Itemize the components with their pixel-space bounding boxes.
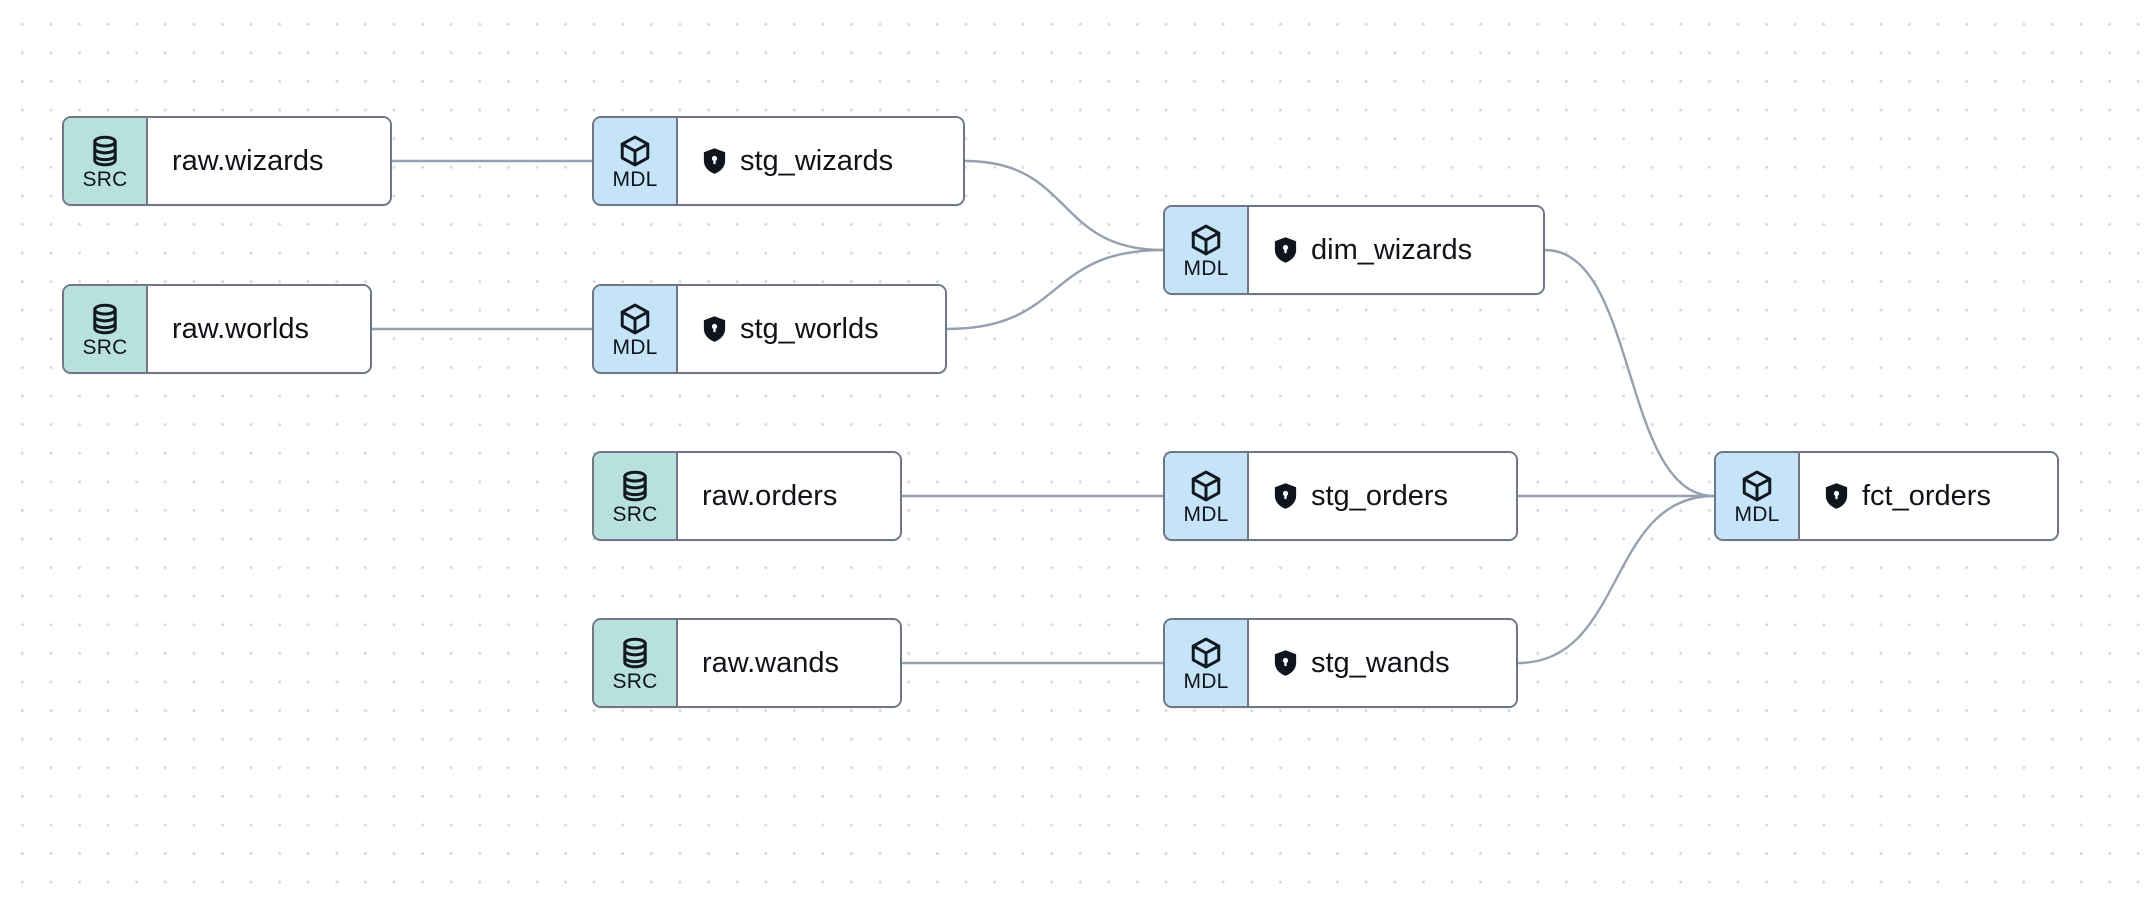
node-type-badge-mdl: MDL bbox=[1716, 453, 1800, 539]
node-type-label: SRC bbox=[82, 336, 128, 359]
node-label: raw.wizards bbox=[172, 145, 324, 177]
shield-lock-icon bbox=[1274, 650, 1297, 676]
database-cylinder-icon bbox=[623, 637, 647, 669]
node-type-badge-mdl: MDL bbox=[594, 118, 678, 204]
lineage-node-raw_wands[interactable]: SRC raw.wands bbox=[592, 618, 902, 708]
node-body[interactable]: stg_wizards bbox=[678, 118, 963, 204]
node-label: raw.wands bbox=[702, 647, 840, 679]
lineage-node-stg_wands[interactable]: MDL stg_wands bbox=[1163, 618, 1518, 708]
lineage-node-stg_wizards[interactable]: MDL stg_wizards bbox=[592, 116, 965, 206]
database-cylinder-icon bbox=[93, 135, 117, 167]
node-label: stg_wizards bbox=[740, 145, 894, 177]
edge-dim_wizards-to-fct_orders bbox=[1544, 248, 1715, 498]
node-type-badge-src: SRC bbox=[64, 118, 148, 204]
edge-stg_wands-to-fct_orders bbox=[1517, 494, 1715, 665]
node-type-badge-mdl: MDL bbox=[1165, 207, 1249, 293]
node-label: stg_worlds bbox=[740, 313, 879, 345]
shield-lock-icon bbox=[703, 148, 726, 174]
node-body[interactable]: stg_worlds bbox=[678, 286, 945, 372]
cube-icon bbox=[1742, 470, 1772, 502]
node-type-badge-mdl: MDL bbox=[594, 286, 678, 372]
node-body[interactable]: raw.wizards bbox=[148, 118, 390, 204]
lineage-node-stg_worlds[interactable]: MDL stg_worlds bbox=[592, 284, 947, 374]
node-type-label: SRC bbox=[612, 503, 658, 526]
node-type-badge-src: SRC bbox=[594, 453, 678, 539]
database-cylinder-icon bbox=[93, 303, 117, 335]
lineage-node-dim_wizards[interactable]: MDL dim_wizards bbox=[1163, 205, 1545, 295]
node-type-badge-src: SRC bbox=[64, 286, 148, 372]
cube-icon bbox=[1191, 224, 1221, 256]
node-type-badge-mdl: MDL bbox=[1165, 453, 1249, 539]
node-type-badge-src: SRC bbox=[594, 620, 678, 706]
node-type-label: MDL bbox=[612, 168, 658, 191]
node-body[interactable]: stg_orders bbox=[1249, 453, 1516, 539]
edge-stg_worlds-to-dim_wizards bbox=[946, 248, 1164, 331]
node-type-label: MDL bbox=[1183, 670, 1229, 693]
node-type-label: SRC bbox=[82, 168, 128, 191]
node-label: dim_wizards bbox=[1311, 234, 1473, 266]
node-type-label: MDL bbox=[1183, 503, 1229, 526]
node-type-label: MDL bbox=[612, 336, 658, 359]
node-type-label: MDL bbox=[1734, 503, 1780, 526]
node-label: stg_wands bbox=[1311, 647, 1450, 679]
lineage-node-raw_orders[interactable]: SRC raw.orders bbox=[592, 451, 902, 541]
node-type-label: SRC bbox=[612, 670, 658, 693]
node-body[interactable]: stg_wands bbox=[1249, 620, 1516, 706]
cube-icon bbox=[620, 303, 650, 335]
node-label: stg_orders bbox=[1311, 480, 1449, 512]
shield-lock-icon bbox=[1825, 483, 1848, 509]
lineage-node-fct_orders[interactable]: MDL fct_orders bbox=[1714, 451, 2059, 541]
node-body[interactable]: raw.worlds bbox=[148, 286, 370, 372]
node-body[interactable]: raw.orders bbox=[678, 453, 900, 539]
node-body[interactable]: fct_orders bbox=[1800, 453, 2057, 539]
node-body[interactable]: dim_wizards bbox=[1249, 207, 1543, 293]
cube-icon bbox=[620, 135, 650, 167]
node-type-label: MDL bbox=[1183, 257, 1229, 280]
cube-icon bbox=[1191, 637, 1221, 669]
edge-stg_wizards-to-dim_wizards bbox=[964, 159, 1164, 252]
node-label: raw.orders bbox=[702, 480, 838, 512]
node-type-badge-mdl: MDL bbox=[1165, 620, 1249, 706]
node-label: raw.worlds bbox=[172, 313, 309, 345]
database-cylinder-icon bbox=[623, 470, 647, 502]
lineage-node-raw_worlds[interactable]: SRC raw.worlds bbox=[62, 284, 372, 374]
node-body[interactable]: raw.wands bbox=[678, 620, 900, 706]
shield-lock-icon bbox=[1274, 237, 1297, 263]
lineage-node-stg_orders[interactable]: MDL stg_orders bbox=[1163, 451, 1518, 541]
node-label: fct_orders bbox=[1862, 480, 1991, 512]
cube-icon bbox=[1191, 470, 1221, 502]
lineage-node-raw_wizards[interactable]: SRC raw.wizards bbox=[62, 116, 392, 206]
shield-lock-icon bbox=[1274, 483, 1297, 509]
shield-lock-icon bbox=[703, 316, 726, 342]
